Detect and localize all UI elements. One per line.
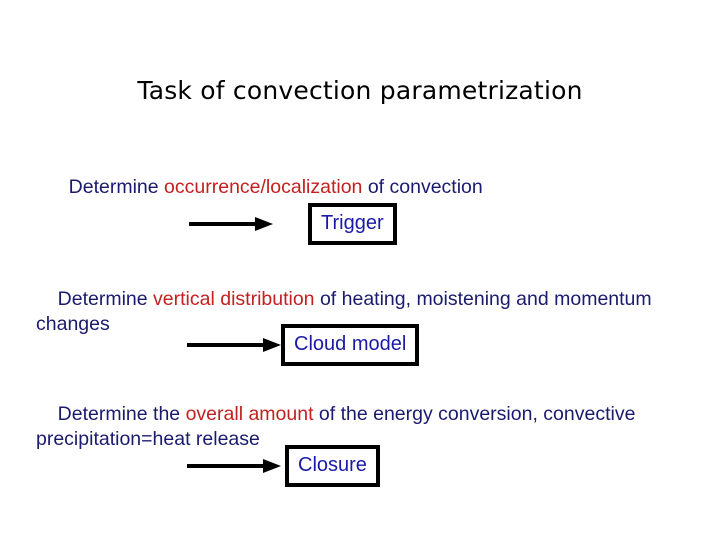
flow-box-closure[interactable]: Closure (285, 445, 380, 487)
statement-text-plain: of the energy conversion, convective pre… (36, 403, 641, 450)
statement-text-plain: Determine the (57, 403, 186, 425)
statement-overall-amount: Determine the overall amount of the ener… (36, 377, 676, 477)
flow-box-cloud-model[interactable]: Cloud model (281, 324, 420, 366)
statement-vertical-distribution: Determine vertical distribution of heati… (36, 262, 676, 362)
page-title: Task of convection parametrization (137, 76, 583, 105)
statement-occurrence: Determine occurrence/localization of con… (47, 150, 667, 225)
flow-row-trigger: Trigger (189, 203, 397, 245)
right-arrow-icon (187, 446, 281, 486)
statement-text-plain: Determine (57, 288, 154, 310)
flow-row-closure: Closure (187, 445, 380, 487)
statement-text-plain: of heating, moistening and momentum chan… (36, 288, 658, 335)
right-arrow-icon (189, 204, 273, 244)
flow-row-cloud-model: Cloud model (187, 324, 420, 366)
right-arrow-icon (187, 325, 281, 365)
statement-text-plain: of convection (362, 176, 483, 198)
statement-text-highlight: overall amount (185, 403, 314, 425)
statement-text-highlight: occurrence/localization (164, 176, 363, 198)
flow-box-trigger[interactable]: Trigger (308, 203, 397, 245)
statement-text-highlight: vertical distribution (153, 288, 315, 310)
statement-text-plain: Determine (68, 176, 165, 198)
